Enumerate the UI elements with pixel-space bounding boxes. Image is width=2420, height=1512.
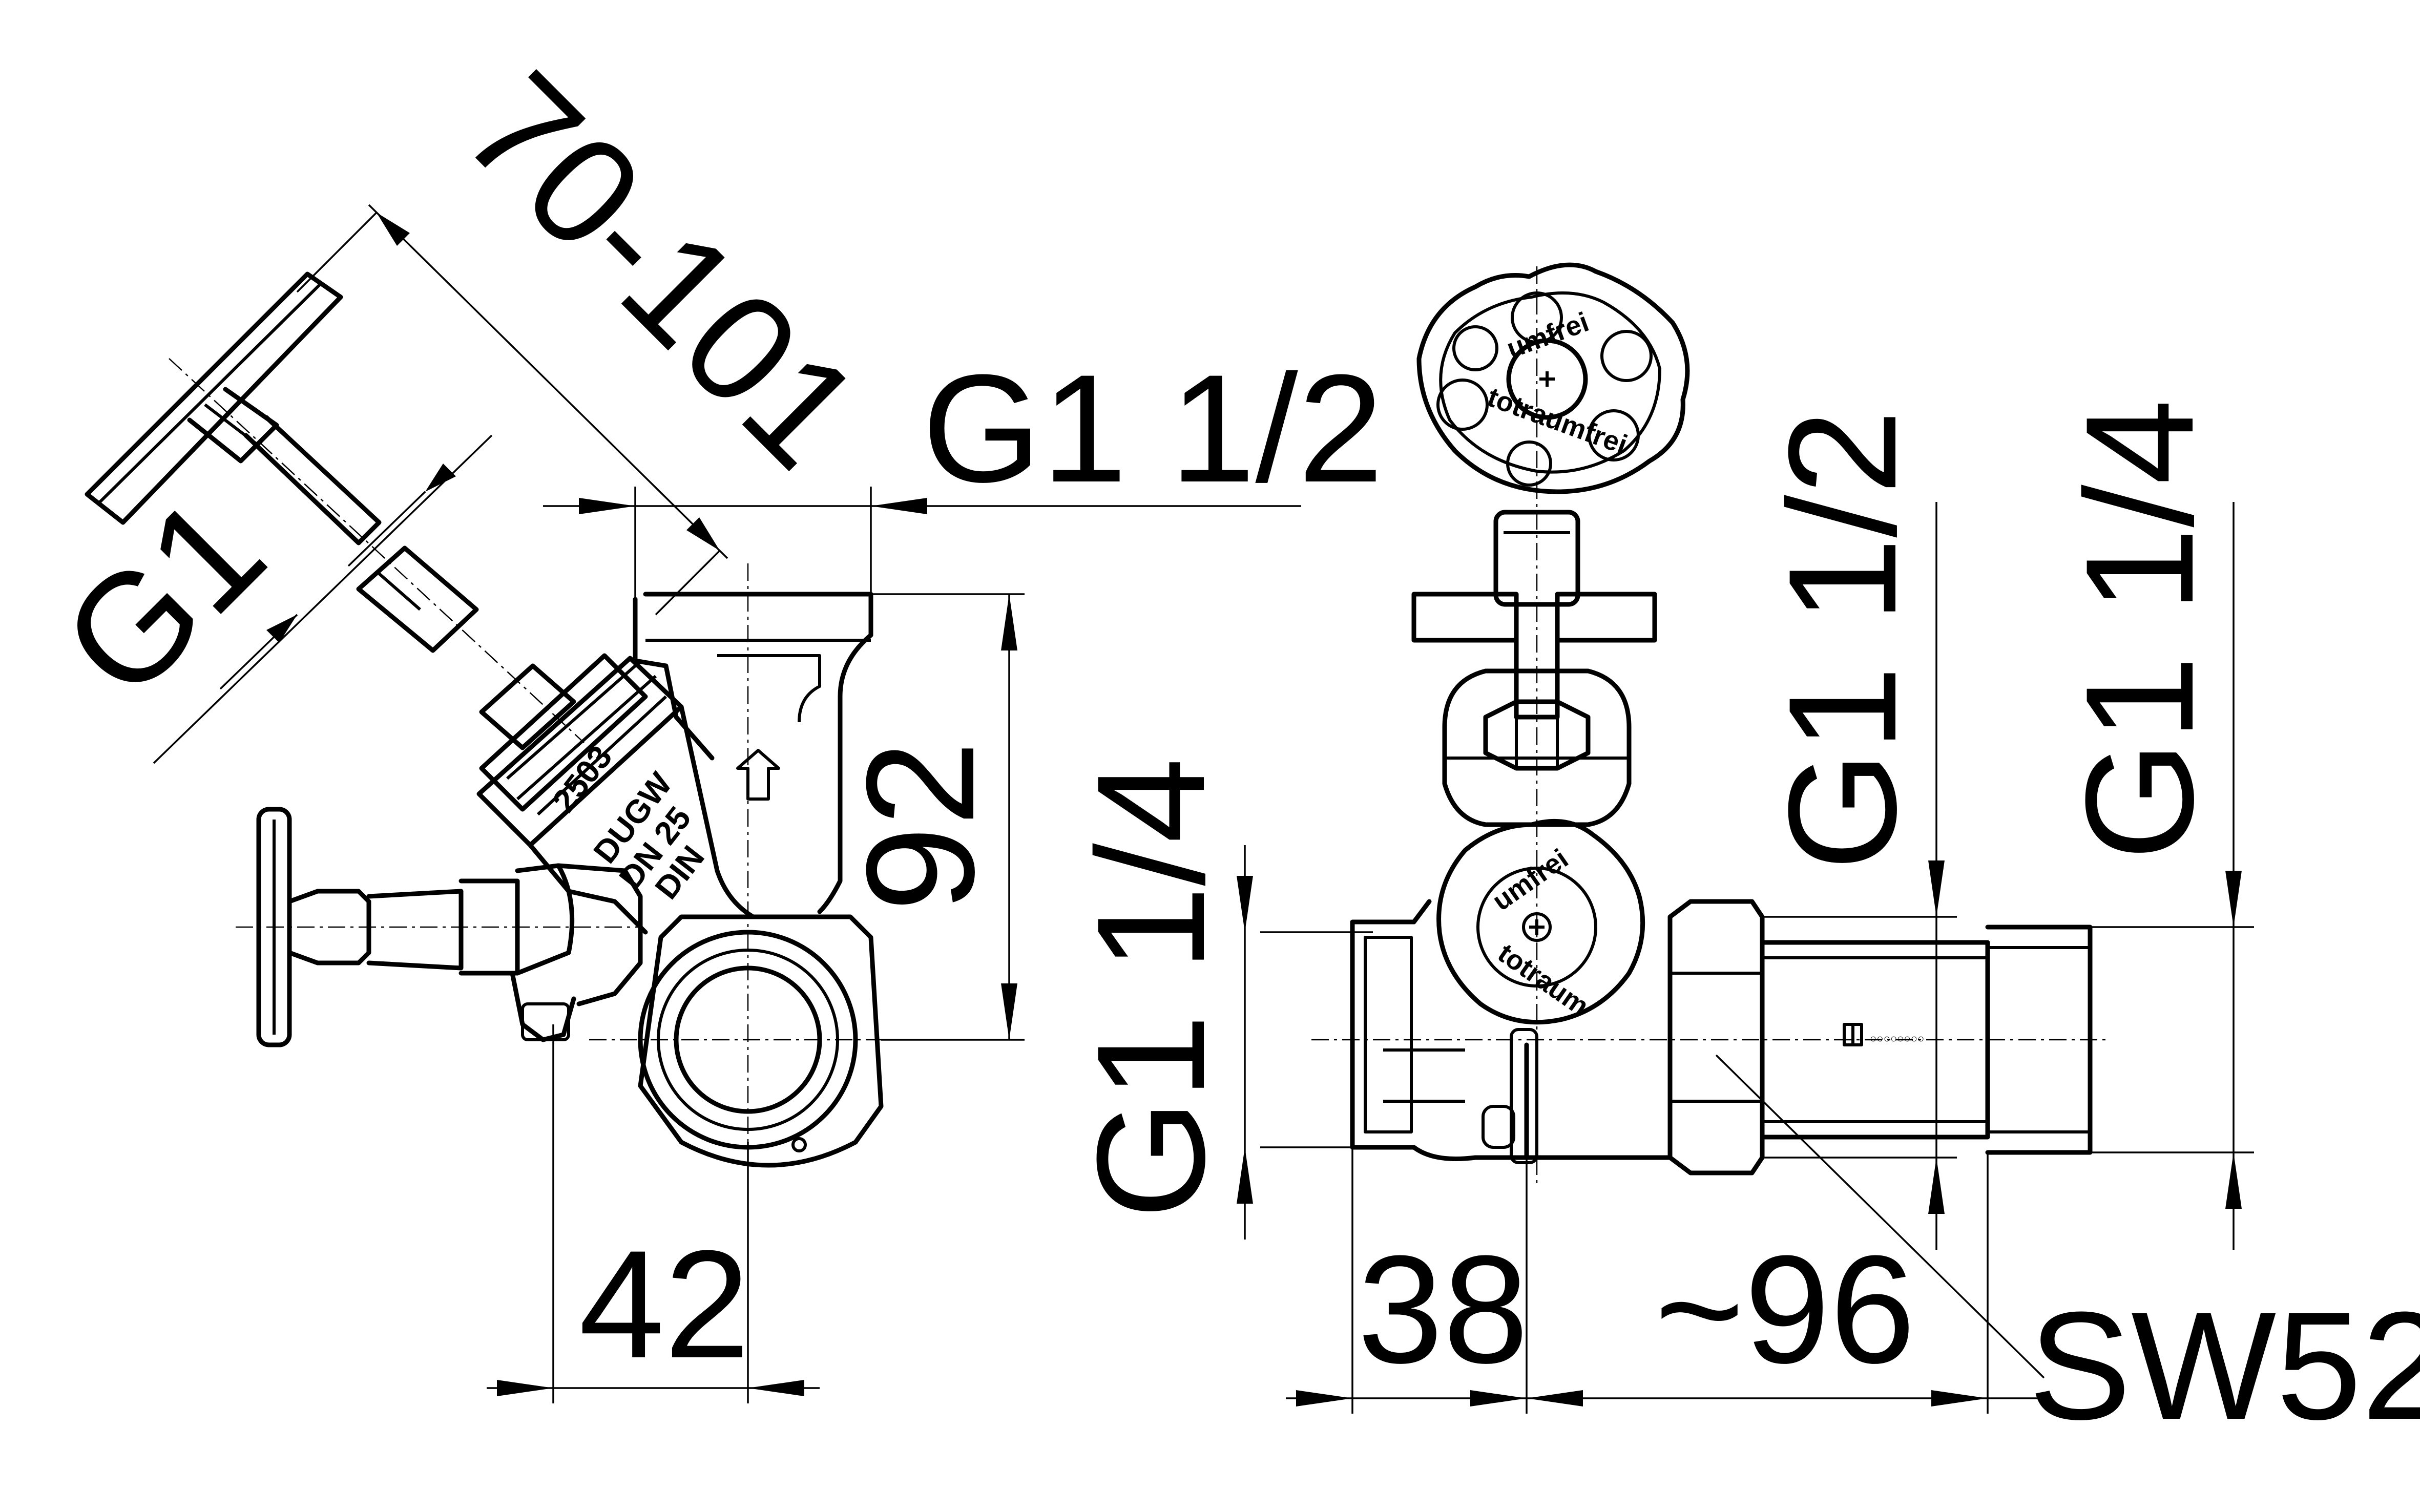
right-spindle bbox=[1411, 510, 1657, 827]
centerline-spindle bbox=[169, 358, 585, 743]
dim-g1 bbox=[153, 434, 493, 764]
valve-body bbox=[528, 592, 873, 935]
dim-g1-half-right bbox=[1762, 502, 1957, 1250]
dim-length-38-label: 38 bbox=[1358, 1223, 1529, 1395]
dim-g1-quarter-right-label: G1 1/4 bbox=[2053, 399, 2225, 860]
dim-wrench-size-label: SW52 bbox=[2029, 1279, 2420, 1452]
logo-mark-icon bbox=[1843, 1023, 1863, 1046]
dim-offset bbox=[487, 1024, 820, 1403]
dim-offset-label: 42 bbox=[579, 1218, 750, 1390]
dim-height bbox=[871, 593, 1025, 1041]
dim-g1-half-top bbox=[543, 487, 1301, 599]
spindle bbox=[243, 415, 479, 653]
handwheel-icon bbox=[85, 271, 343, 525]
dim-g1-quarter-left-label: G1 1/4 bbox=[1065, 758, 1237, 1219]
dim-handle-length bbox=[296, 204, 728, 616]
dim-g1-half-right-label: G1 1/2 bbox=[1756, 409, 1928, 871]
dim-length-96-label: ~96 bbox=[1655, 1223, 1915, 1395]
dim-lengths bbox=[1286, 1147, 2044, 1414]
star-knob-icon: umfrei totraumfrei bbox=[1416, 262, 1690, 494]
right-view: umfrei totraumfrei umfrei totraum bbox=[1065, 262, 2420, 1452]
dim-g1-label: G1 bbox=[30, 464, 297, 730]
right-body: ○○○○○○○○ bbox=[1350, 899, 2093, 1175]
small-star-knob-icon: umfrei totraum bbox=[1436, 818, 1645, 1025]
dim-g1-quarter-right bbox=[2090, 502, 2254, 1250]
dim-height-label: 92 bbox=[834, 741, 1006, 912]
dim-g1-quarter-left bbox=[1237, 845, 1373, 1240]
dim-g1-half-top-label: G1 1/2 bbox=[922, 342, 1384, 514]
flow-arrow-icon bbox=[736, 749, 780, 801]
sw52-leader bbox=[1715, 1054, 2045, 1379]
knob-bottom-text: totraumfrei bbox=[1484, 382, 1631, 460]
dim-handle-length-label: 70-101 bbox=[433, 40, 893, 500]
union-nut-end-view bbox=[638, 914, 884, 1168]
tail-fine-print: ○○○○○○○○ bbox=[1870, 1032, 1924, 1045]
